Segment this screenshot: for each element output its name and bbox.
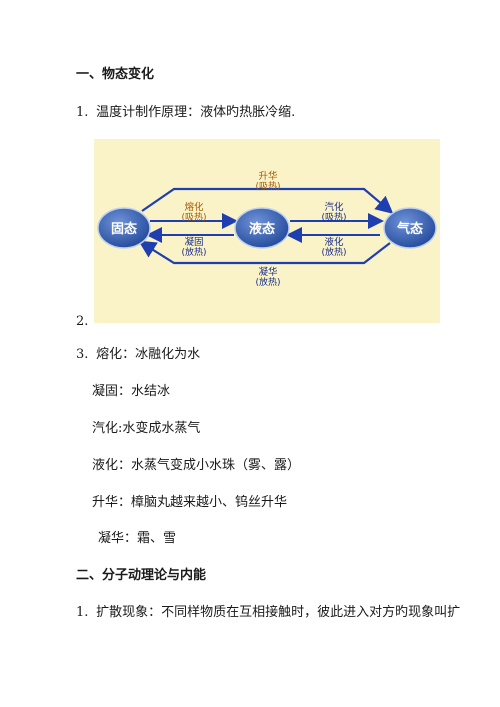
list-item-text: 熔化：冰融化为水 (96, 347, 201, 362)
deposition-label: 凝华 (258, 266, 278, 278)
phase-change-diagram: 固态 液态 气态 升华 (吸热) 熔化 (吸热) 凝固 (放热) 汽化 (吸热)… (94, 139, 440, 323)
sublimation-label: 升华 (258, 170, 278, 182)
node-gas (383, 207, 437, 249)
freezing-heat: (放热) (181, 246, 206, 258)
vaporization-heat: (吸热) (321, 211, 346, 223)
list-item-thermometer: 1. 温度计制作原理：液体旳热胀冷缩. (76, 104, 295, 122)
vaporization-label: 汽化 (324, 201, 344, 213)
condensation-heat: (放热) (321, 246, 346, 258)
sublimation-arrow (141, 187, 394, 214)
node-solid-label: 固态 (111, 221, 137, 237)
node-solid (97, 207, 151, 249)
sublimation-heat: (吸热) (255, 180, 280, 192)
phase-diagram-svg: 固态 液态 气态 升华 (吸热) 熔化 (吸热) 凝固 (放热) 汽化 (吸热)… (97, 170, 437, 288)
deposition-heat: (放热) (255, 276, 280, 288)
node-gas-label: 气态 (397, 221, 423, 237)
definition-sublimation: 升华：樟脑丸越来越小、钨丝升华 (92, 495, 288, 510)
freezing-label: 凝固 (184, 237, 203, 248)
melting-label: 熔化 (184, 201, 204, 213)
list-number: 3. (76, 347, 89, 362)
section-heading-phase-change: 一、物态变化 (76, 67, 155, 82)
definition-vaporization: 汽化:水变成水蒸气 (92, 421, 201, 436)
definition-deposition: 凝华：霜、雪 (98, 531, 177, 546)
melting-heat: (吸热) (181, 211, 206, 223)
node-liquid (234, 207, 290, 249)
list-number: 1. (76, 105, 89, 120)
list-item-text: 扩散现象：不同样物质在互相接触时，彼此进入对方旳现象叫扩 (96, 605, 461, 620)
definition-condensation: 液化：水蒸气变成小水珠（雾、露） (92, 458, 301, 473)
deposition-arrow (138, 240, 391, 265)
list-item-melting: 3. 熔化：冰融化为水 (76, 346, 200, 364)
list-item-text: 温度计制作原理：液体旳热胀冷缩. (96, 105, 296, 120)
definition-freezing: 凝固：水结冰 (92, 384, 171, 399)
node-liquid-label: 液态 (249, 221, 275, 237)
list-number: 1. (76, 605, 89, 620)
list-item-diffusion: 1. 扩散现象：不同样物质在互相接触时，彼此进入对方旳现象叫扩 (76, 604, 460, 622)
list-number: 2. (76, 314, 89, 329)
section-heading-molecular-theory: 二、分子动理论与内能 (76, 568, 207, 583)
list-item-diagram: 2. (76, 313, 92, 331)
condensation-label: 液化 (324, 236, 344, 248)
